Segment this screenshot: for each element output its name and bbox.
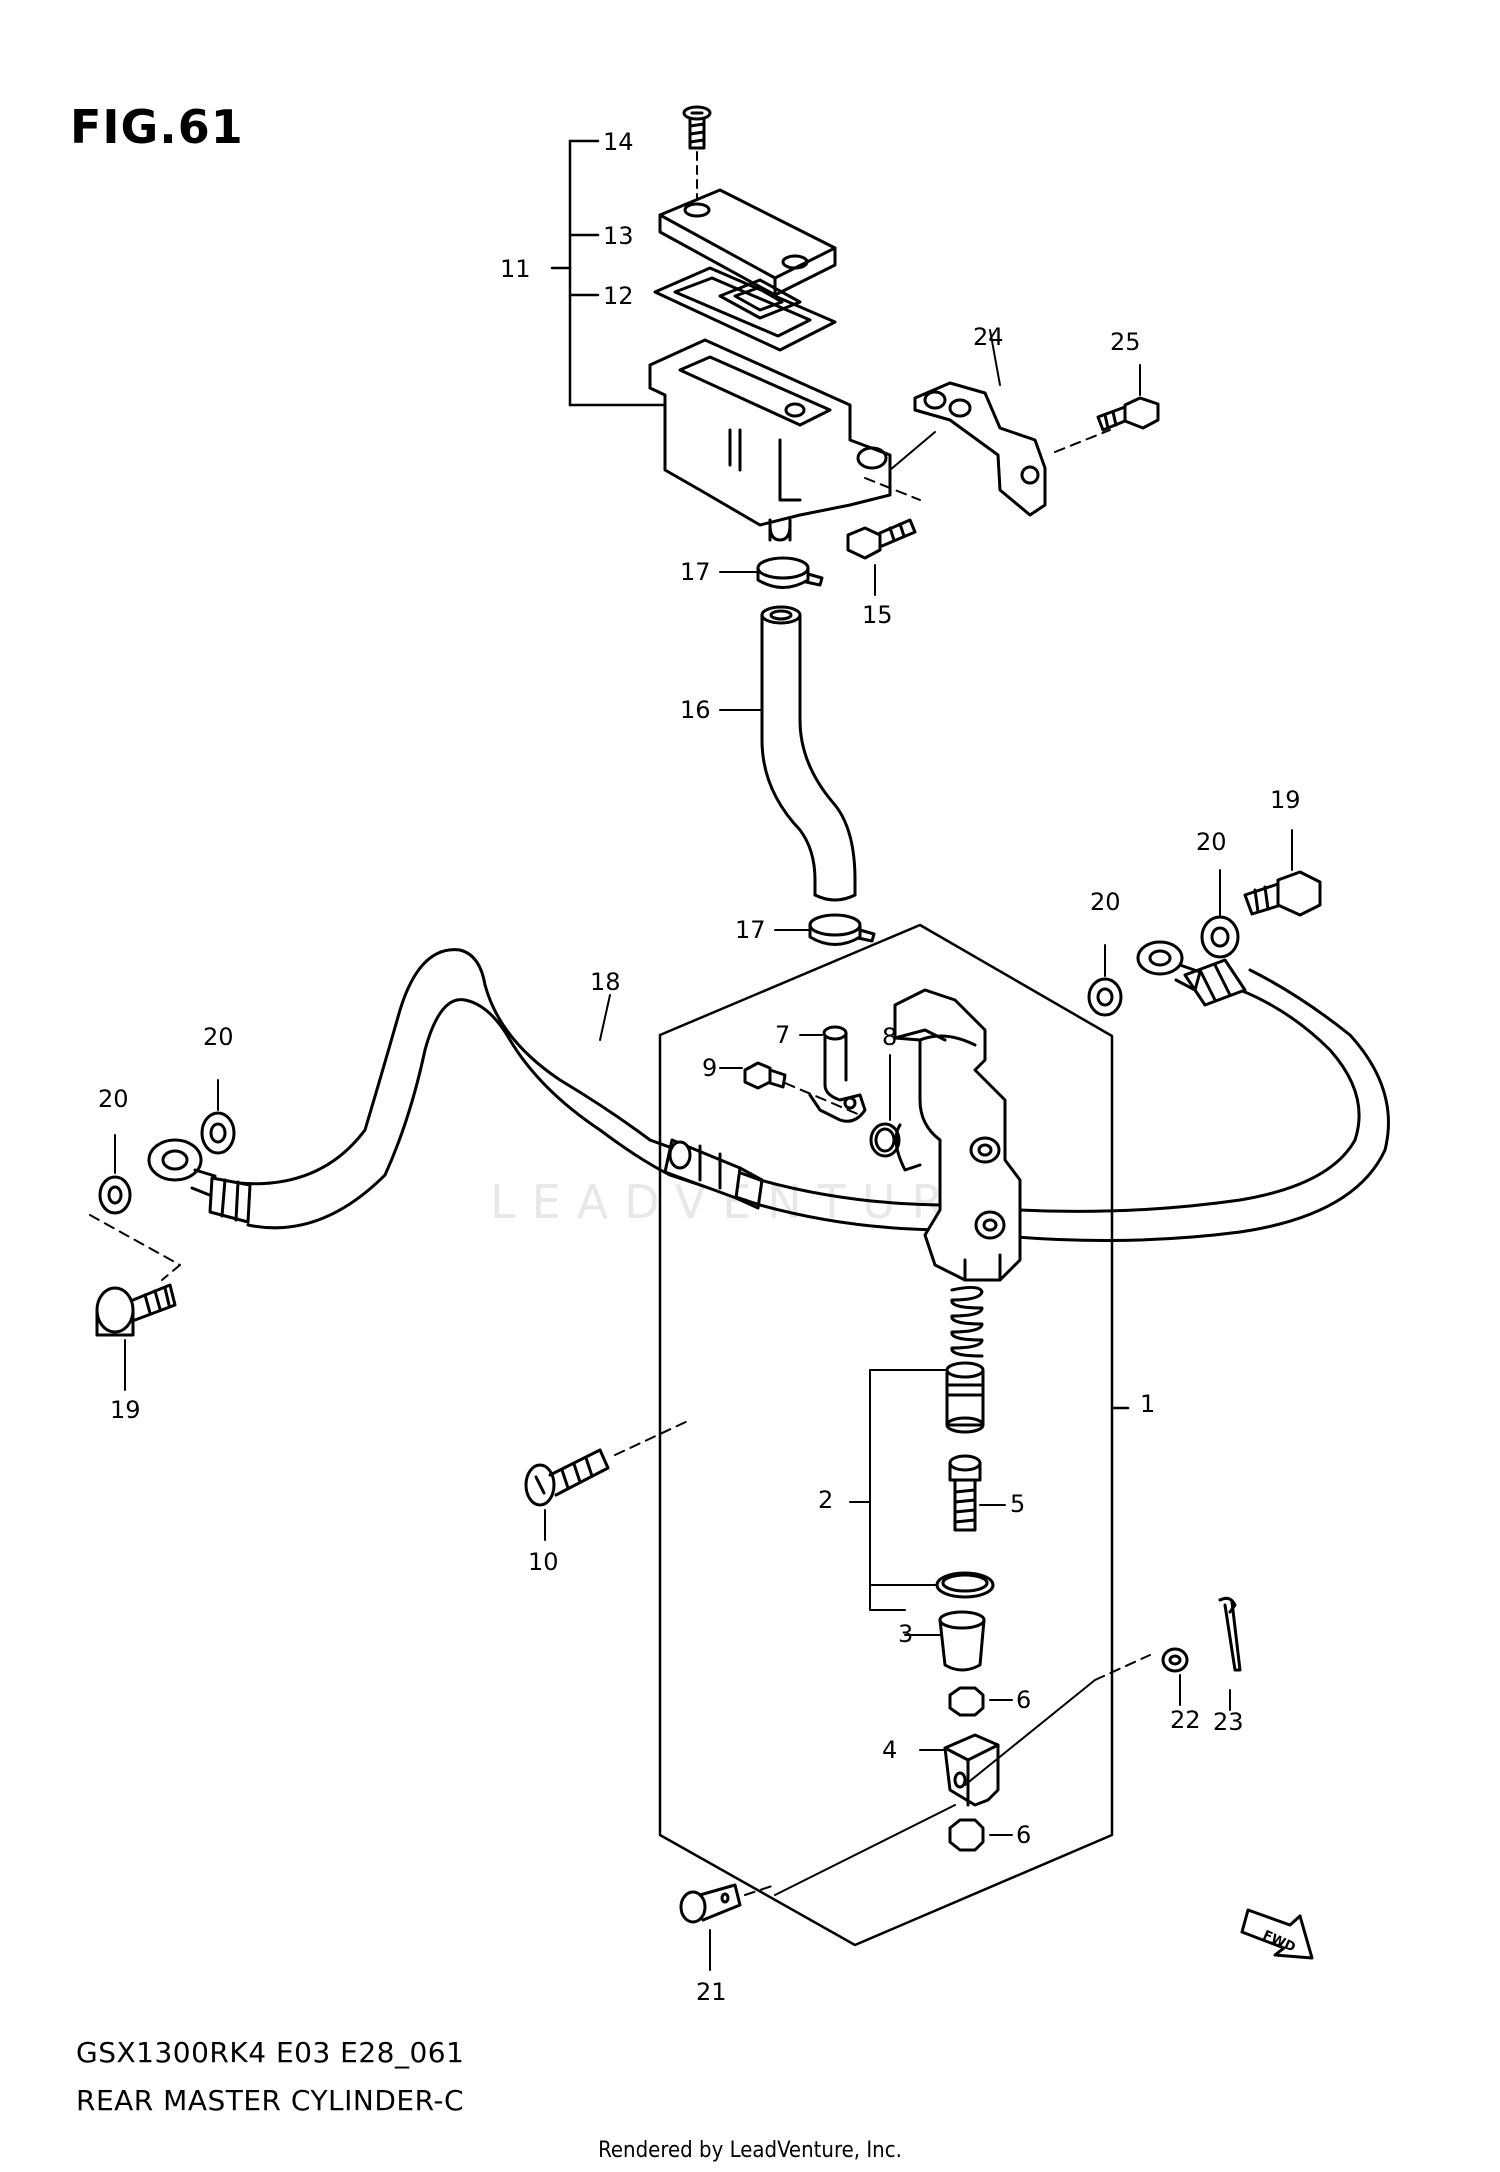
callout-13: 13 [603, 222, 634, 250]
render-credit: Rendered by LeadVenture, Inc. [598, 2138, 902, 2163]
reservoir-cap-screw [682, 105, 712, 206]
reservoir-hose [719, 605, 857, 902]
callout-20d: 20 [1196, 828, 1227, 856]
hose-clamp-upper [719, 556, 824, 589]
washer-22 [1161, 1647, 1189, 1706]
fwd-arrow-icon: FWD [1240, 1908, 1314, 1960]
callout-16: 16 [680, 696, 711, 724]
callout-11: 11 [500, 255, 531, 283]
callout-18: 18 [590, 968, 621, 996]
callout-labels: 1 2 3 4 5 6 6 7 8 9 10 11 12 13 14 15 16… [98, 128, 1301, 2006]
bracket-bolt [1096, 364, 1160, 432]
spring [950, 1285, 984, 1358]
callout-15: 15 [862, 601, 893, 629]
mounting-screw [524, 1419, 691, 1541]
callout-17b: 17 [735, 916, 766, 944]
master-cylinder-body [893, 988, 1022, 1282]
banjo-fitting-right [1136, 940, 1202, 992]
callout-23: 23 [1213, 1708, 1244, 1736]
o-ring [869, 1122, 901, 1158]
callout-20a: 20 [203, 1023, 234, 1051]
callout-7: 7 [775, 1021, 790, 1049]
pushrod [948, 1454, 982, 1532]
callout-19a: 19 [110, 1396, 141, 1424]
callout-8: 8 [882, 1023, 897, 1051]
callout-10: 10 [528, 1548, 559, 1576]
callout-3: 3 [898, 1620, 913, 1648]
group-bracket-11 [550, 139, 667, 407]
reservoir-bolt [846, 518, 917, 596]
callout-21: 21 [696, 1978, 727, 2006]
hose-clamp-lower [774, 913, 876, 946]
circlip [935, 1571, 995, 1599]
inlet-bolt [719, 1061, 861, 1116]
banjo-fitting-left [147, 1138, 252, 1224]
callout-4: 4 [882, 1736, 897, 1764]
callout-25: 25 [1110, 328, 1141, 356]
callout-14: 14 [603, 128, 634, 156]
callout-2: 2 [818, 1486, 833, 1514]
callout-17a: 17 [680, 558, 711, 586]
figure-subtitle: REAR MASTER CYLINDER-C [76, 2084, 465, 2117]
callout-12: 12 [603, 282, 634, 310]
clevis [774, 1654, 1151, 1896]
callout-9: 9 [702, 1054, 717, 1082]
nut-lower [948, 1818, 985, 1852]
leader-lines [799, 1034, 1013, 1836]
hose-fitting-left [663, 1138, 764, 1210]
callout-6a: 6 [1016, 1686, 1031, 1714]
mounting-bracket [913, 329, 1111, 517]
brake-hose [236, 948, 952, 1232]
inlet-fitting [808, 1025, 867, 1123]
boot [938, 1610, 986, 1672]
clevis-pin [679, 1883, 776, 1971]
assembly-outline [658, 923, 1130, 1947]
nut-upper [948, 1686, 985, 1717]
callout-6b: 6 [1016, 1821, 1031, 1849]
callout-22: 22 [1170, 1706, 1201, 1734]
callout-19b: 19 [1270, 786, 1301, 814]
figure-title: FIG.61 [70, 100, 244, 154]
reservoir-diaphragm [653, 266, 837, 352]
model-code: GSX1300RK4 E03 E28_061 [76, 2036, 465, 2069]
crush-washers [98, 869, 1240, 1215]
callout-20c: 20 [1090, 888, 1121, 916]
union-bolt-right [1243, 829, 1322, 917]
cotter-pin [1218, 1596, 1242, 1711]
union-bolt-left [89, 1214, 181, 1391]
callout-1: 1 [1140, 1390, 1155, 1418]
callout-5: 5 [1010, 1490, 1025, 1518]
piston [945, 1361, 985, 1434]
callout-20b: 20 [98, 1085, 129, 1113]
reservoir-body [648, 338, 936, 542]
callout-24: 24 [973, 323, 1004, 351]
reservoir-cap [658, 188, 837, 297]
